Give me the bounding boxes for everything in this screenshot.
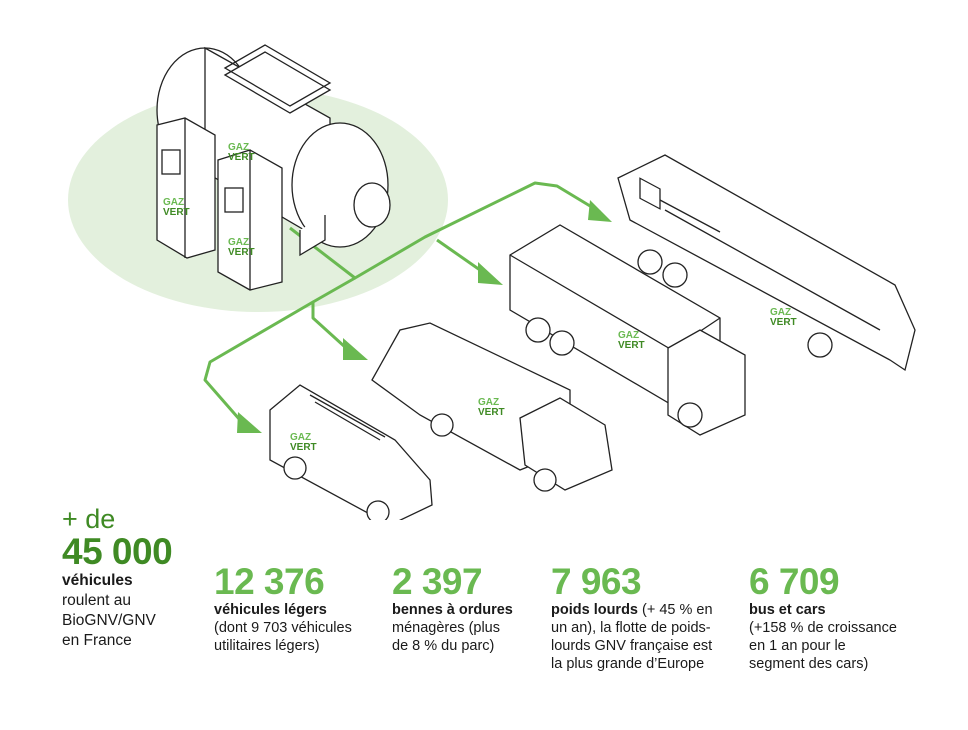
headline-line: BioGNV/GNV [62,612,156,629]
bus-icon: GAZ VERT [617,154,916,372]
stat-line: segment des cars) [749,656,869,672]
svg-text:GAZ: GAZ [228,142,249,153]
stat-line: un an), la flotte de poids- [551,620,711,636]
stat-bold: poids lourds [551,602,638,618]
garbage-truck-icon: GAZ VERT [371,322,613,492]
truck-icon: GAZ VERT [509,224,746,436]
headline-number: 45 000 [62,531,173,572]
stat-number: 12 376 [214,561,325,602]
svg-text:GAZ: GAZ [478,397,499,408]
stat-light-vehicles: 12 376 véhicules légers (dont 9 703 véhi… [214,563,352,655]
stat-line: ménagères (plus [392,620,500,636]
van-icon: GAZ VERT [269,384,433,520]
svg-text:GAZ: GAZ [290,432,311,443]
svg-text:GAZ: GAZ [618,330,639,341]
stat-bold: véhicules légers [214,602,327,618]
svg-text:VERT: VERT [228,152,255,163]
svg-text:VERT: VERT [163,207,190,218]
fuel-pump-icon [156,117,283,291]
svg-text:VERT: VERT [618,340,645,351]
svg-text:GAZ: GAZ [163,197,184,208]
headline-stat: + de 45 000 véhicules roulent au BioGNV/… [62,504,173,651]
svg-text:VERT: VERT [290,442,317,453]
gas-tank-icon [156,44,391,257]
headline-bold: véhicules [62,572,133,589]
arrow-head-van [237,412,262,433]
arrow-head-truck [478,262,503,285]
arrow-head-bus [588,200,612,222]
stat-line: lourds GNV française est [551,638,713,654]
stat-line: utilitaires légers) [214,638,320,654]
headline-prefix: + de [62,504,116,534]
stat-bold-suffix: (+ 45 % en [638,602,713,618]
stat-heavy-trucks: 7 963 poids lourds (+ 45 % en un an), la… [551,563,713,673]
stat-number: 2 397 [392,561,483,602]
stat-line: de 8 % du parc) [392,638,495,654]
svg-text:VERT: VERT [478,407,505,418]
svg-text:VERT: VERT [770,317,797,328]
arrow-head-garbage [343,338,368,360]
stat-line: (dont 9 703 véhicules [214,620,352,636]
distribution-arrows [203,181,601,421]
stat-number: 7 963 [551,561,642,602]
stat-bold: bus et cars [749,602,826,618]
stat-bold: bennes à ordures [392,602,513,618]
stat-number: 6 709 [749,561,840,602]
stat-line: en 1 an pour le [749,638,846,654]
arrow-heads [237,200,612,433]
svg-text:GAZ: GAZ [770,307,791,318]
svg-text:GAZ: GAZ [228,237,249,248]
stat-line: (+158 % de croissance [749,620,897,636]
svg-text:VERT: VERT [228,247,255,258]
headline-line: roulent au [62,592,131,609]
stat-buses: 6 709 bus et cars (+158 % de croissance … [749,563,897,673]
stat-line: la plus grande d’Europe [551,656,705,672]
headline-line: en France [62,632,132,649]
stat-garbage-trucks: 2 397 bennes à ordures ménagères (plus d… [392,563,513,655]
